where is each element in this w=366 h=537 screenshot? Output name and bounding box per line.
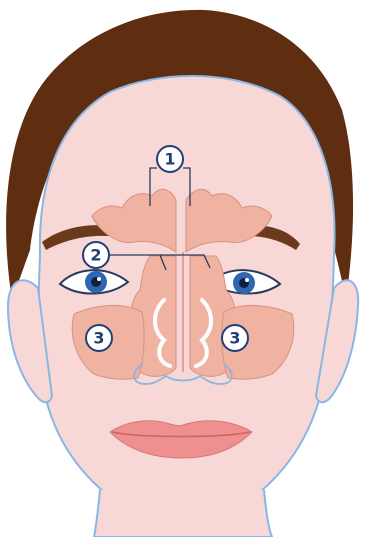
svg-text:1: 1: [164, 150, 175, 169]
label-frontal-sinus: 1: [157, 146, 183, 172]
label-maxillary-sinus-right: 3: [222, 325, 248, 351]
label-ethmoid-sinus: 2: [83, 242, 109, 268]
neck: [94, 490, 272, 537]
label-maxillary-sinus-left: 3: [86, 325, 112, 351]
face: [39, 76, 335, 530]
svg-text:2: 2: [90, 246, 101, 265]
svg-text:3: 3: [229, 329, 240, 348]
svg-text:3: 3: [93, 329, 104, 348]
